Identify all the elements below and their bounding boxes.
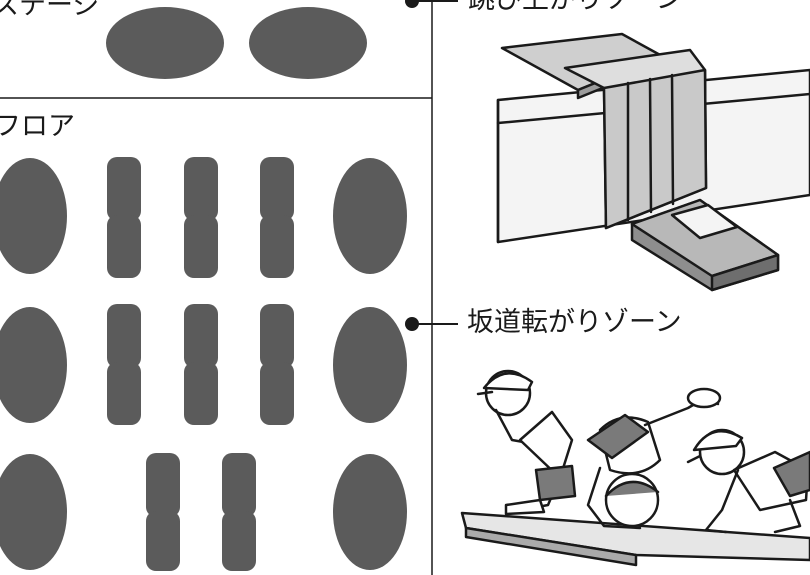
callout-top — [405, 0, 458, 8]
floor-mat-stacked — [184, 157, 218, 278]
floor-mat-stacked — [107, 304, 141, 425]
floor-mat-stacked — [260, 304, 294, 425]
stage-mat — [249, 7, 367, 79]
jump-up-zone-label: 跳び上がりゾーン — [468, 0, 683, 13]
floor-mat-stacked — [222, 453, 256, 571]
floor-mat-oval — [333, 454, 407, 570]
rolling-slope-zone-label: 坂道転がりゾーン — [467, 307, 682, 338]
floor-mat-oval — [333, 307, 407, 423]
floor-label: フロア — [0, 111, 75, 142]
floor-mats — [0, 157, 407, 571]
floor-mat-oval — [0, 454, 67, 570]
stage-label: ステージ — [0, 0, 100, 21]
stage-mat — [106, 7, 224, 79]
floor-mat-oval — [333, 158, 407, 274]
stage-mats — [106, 7, 367, 79]
floor-mat-stacked — [260, 157, 294, 278]
floor-mat-stacked — [184, 304, 218, 425]
callout-bottom — [405, 317, 458, 331]
floor-mat-oval — [0, 307, 67, 423]
floor-mat-stacked — [146, 453, 180, 571]
floor-mat-stacked — [107, 157, 141, 278]
floor-mat-oval — [0, 158, 67, 274]
